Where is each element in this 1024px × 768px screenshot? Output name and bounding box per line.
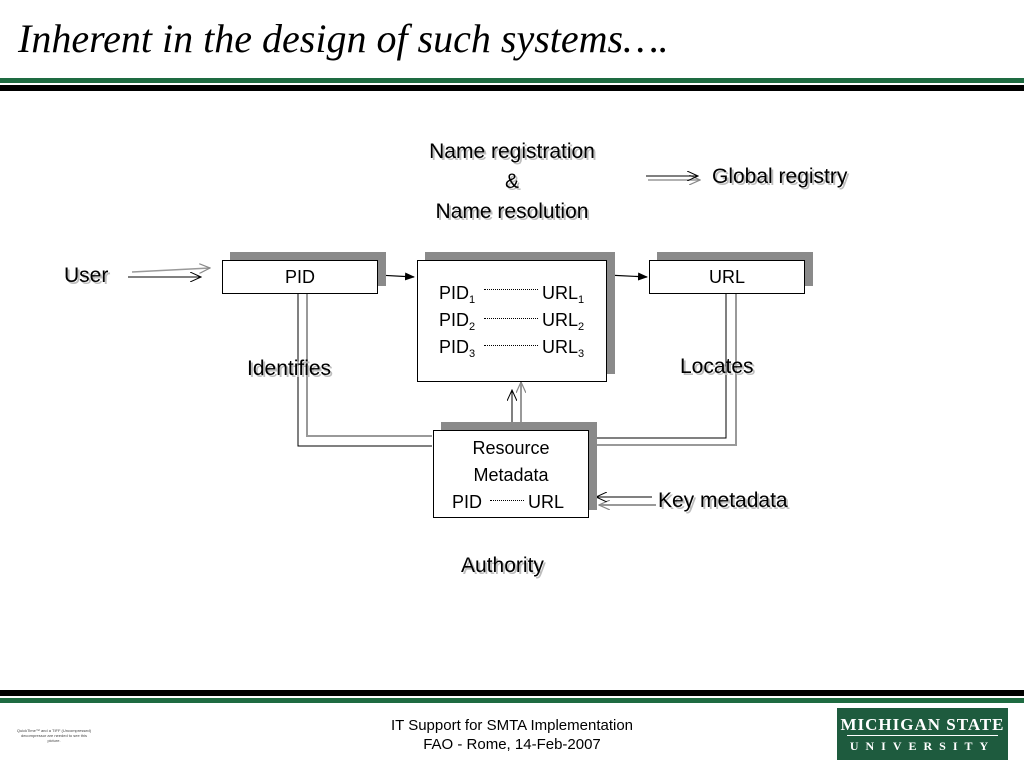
key-metadata-label: Key metadata	[658, 489, 788, 512]
mapping-url-3: URL3	[542, 337, 585, 360]
msu-logo: MICHIGAN STATE UNIVERSITY	[837, 708, 1008, 760]
mapping-pid-2: PID2	[439, 310, 476, 333]
msu-logo-line-1: MICHIGAN STATE	[840, 715, 1005, 734]
header-black-rule	[0, 85, 1024, 91]
mapping-url-1: URL1	[542, 283, 585, 306]
name-registration-line: Name registration	[429, 140, 595, 163]
name-registration-label: Name registration & Name resolution	[392, 139, 632, 225]
mapping-pid-3: PID3	[439, 337, 476, 360]
resource-metadata-link	[490, 500, 524, 501]
user-arrow	[131, 268, 210, 272]
global-registry-label: Global registry	[712, 165, 848, 188]
mapping-url-2: URL2	[542, 310, 585, 333]
name-resolution-line: Name resolution	[435, 200, 589, 223]
missing-picture-notice: QuickTime™ and a TIFF (Uncompressed) dec…	[16, 728, 92, 743]
resource-metadata-pid: PID	[452, 492, 483, 512]
mapping-link-2	[484, 318, 538, 319]
footer-text: IT Support for SMTA Implementation FAO -…	[312, 716, 712, 754]
pid-box: PID	[222, 260, 378, 294]
msu-logo-line-2: UNIVERSITY	[849, 739, 996, 753]
ampersand-line: &	[504, 170, 519, 193]
resource-metadata-line-2: Metadata	[473, 465, 549, 485]
header-green-rule	[0, 78, 1024, 83]
footer-line-2: FAO - Rome, 14-Feb-2007	[423, 736, 601, 753]
resource-metadata-url: URL	[528, 492, 565, 512]
locates-label: Locates	[680, 355, 754, 378]
user-label: User	[64, 264, 109, 287]
slide-title: Inherent in the design of such systems….	[18, 16, 669, 61]
identifies-label: Identifies	[247, 357, 332, 380]
mapping-link-3	[484, 345, 538, 346]
footer-black-rule	[0, 690, 1024, 696]
mapping-pid-1: PID1	[439, 283, 476, 306]
mapping-link-1	[484, 289, 538, 290]
msu-logo-divider	[847, 735, 998, 736]
url-box: URL	[649, 260, 805, 294]
pid-url-mapping-box: PID1 URL1 PID2 URL2 PID3 URL3	[417, 260, 607, 382]
resource-metadata-line-1: Resource	[472, 438, 550, 458]
pid-box-label: PID	[284, 267, 315, 287]
authority-label: Authority	[461, 554, 544, 577]
url-box-label: URL	[708, 267, 745, 287]
footer-green-rule	[0, 698, 1024, 703]
resource-metadata-box: Resource Metadata PID URL	[433, 430, 589, 518]
footer-line-1: IT Support for SMTA Implementation	[390, 717, 634, 734]
